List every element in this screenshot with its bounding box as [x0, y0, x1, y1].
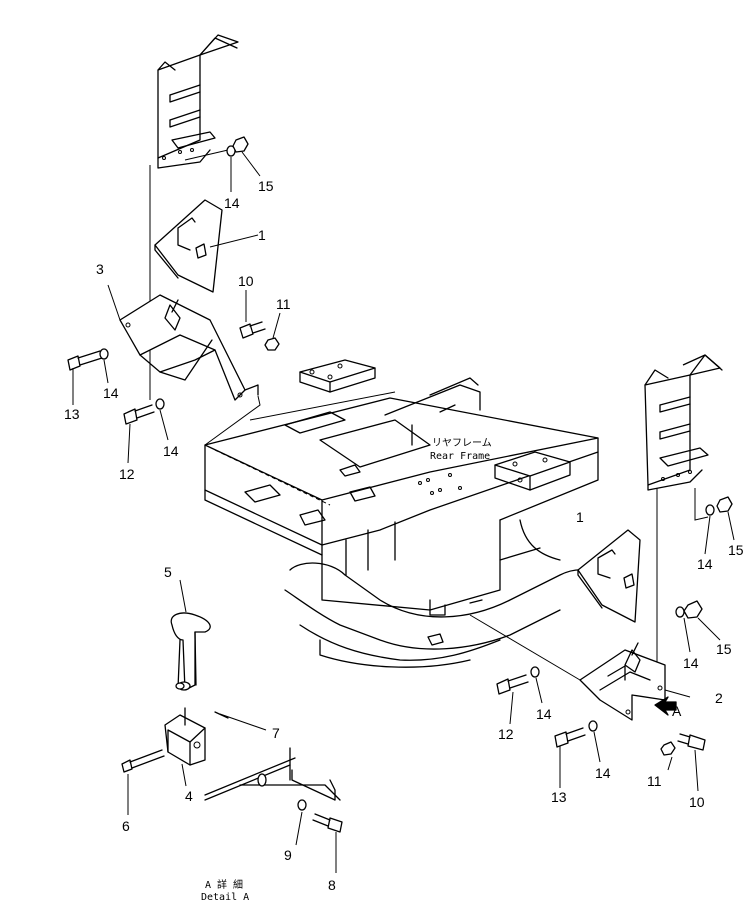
washer-14-left-a [99, 348, 109, 360]
callout-4: 4 [185, 788, 193, 804]
callout-8: 8 [328, 877, 336, 893]
callout-14-right-a: 14 [536, 706, 552, 722]
callout-1-top: 1 [258, 227, 266, 243]
bolt-10-top [239, 321, 266, 339]
callout-15-right-a: 15 [716, 641, 732, 657]
callout-14-right-c: 14 [683, 655, 699, 671]
cover-plate-right [577, 529, 641, 623]
callout-7: 7 [272, 725, 280, 741]
callout-14-right-d: 14 [697, 556, 713, 572]
callout-11-right: 11 [647, 773, 662, 789]
callout-12-right: 12 [498, 726, 514, 742]
callout-13-right: 13 [551, 789, 567, 805]
callout-9: 9 [284, 847, 292, 863]
washer-14-left-b [155, 398, 165, 410]
view-arrow-label: A [672, 703, 682, 719]
detail-a-latch [121, 612, 343, 833]
callout-14-left-b: 14 [163, 443, 179, 459]
rear-frame-label-jp: リヤフレーム [432, 437, 492, 449]
callout-14-right-b: 14 [595, 765, 611, 781]
bolt-13-right [554, 727, 586, 748]
callout-15-right-b: 15 [728, 542, 744, 558]
callout-5: 5 [164, 564, 172, 580]
callout-15-top: 15 [258, 178, 274, 194]
bracket-right [469, 614, 691, 721]
callout-14-top: 14 [224, 195, 240, 211]
view-arrow-a [654, 696, 677, 716]
rear-frame-label-en: Rear Frame [430, 451, 490, 462]
callout-6: 6 [122, 818, 130, 834]
bolt-12-left [123, 404, 155, 425]
rear-frame [204, 359, 611, 668]
bracket-left [107, 284, 259, 401]
callout-12-left: 12 [119, 466, 135, 482]
right-ladder [644, 354, 723, 680]
cover-plate-left [154, 199, 259, 293]
callout-10-top: 10 [238, 273, 254, 289]
callout-1-right: 1 [576, 509, 584, 525]
left-ladder [149, 34, 239, 400]
bolt-13-left [67, 350, 103, 371]
nut-15-right-b [716, 496, 733, 513]
callout-13-left: 13 [64, 406, 80, 422]
nut-11-right [660, 741, 676, 756]
washer-14-right-a [530, 666, 540, 678]
washer-14-right-b [588, 720, 598, 732]
washer-14-right-d [705, 504, 715, 516]
detail-label-en: Detail A [201, 892, 249, 903]
callout-14-left-a: 14 [103, 385, 119, 401]
callout-11-top: 11 [276, 296, 291, 312]
nut-15-top [232, 136, 249, 153]
bolt-10-right [677, 733, 706, 751]
nut-15-right-a [683, 600, 703, 619]
callout-10-right: 10 [689, 794, 705, 810]
washer-14-right-c [675, 606, 685, 618]
callout-3: 3 [96, 261, 104, 277]
bolt-12-right [496, 674, 529, 695]
detail-label-jp: A 詳 細 [205, 878, 243, 891]
nut-11-top [264, 337, 280, 351]
callout-2: 2 [715, 690, 723, 706]
